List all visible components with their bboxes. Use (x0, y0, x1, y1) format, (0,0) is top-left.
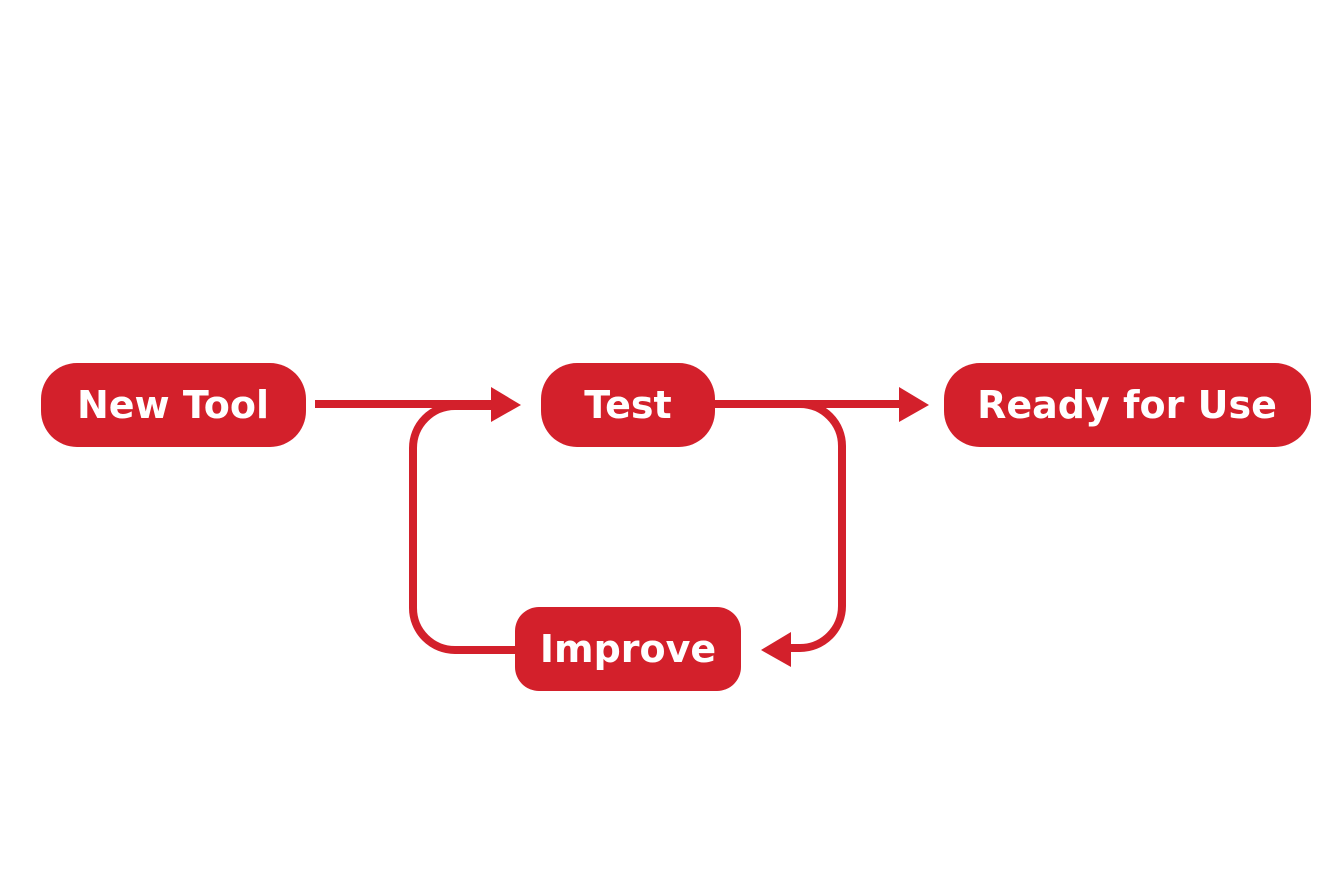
node-label-test: Test (584, 383, 671, 427)
loop-improve-to-test (409, 402, 520, 654)
node-label-ready-for-use: Ready for Use (977, 383, 1277, 427)
arrowhead-into-ready (899, 387, 929, 422)
node-ready-for-use: Ready for Use (944, 363, 1311, 447)
node-label-new-tool: New Tool (77, 383, 269, 427)
node-improve: Improve (515, 607, 741, 691)
arrowhead-into-test (491, 387, 521, 422)
node-test: Test (541, 363, 715, 447)
connectors (315, 387, 929, 667)
node-label-improve: Improve (540, 627, 716, 671)
arrowhead-into-improve (761, 632, 791, 667)
node-new-tool: New Tool (41, 363, 306, 447)
loop-test-to-improve (738, 400, 846, 652)
